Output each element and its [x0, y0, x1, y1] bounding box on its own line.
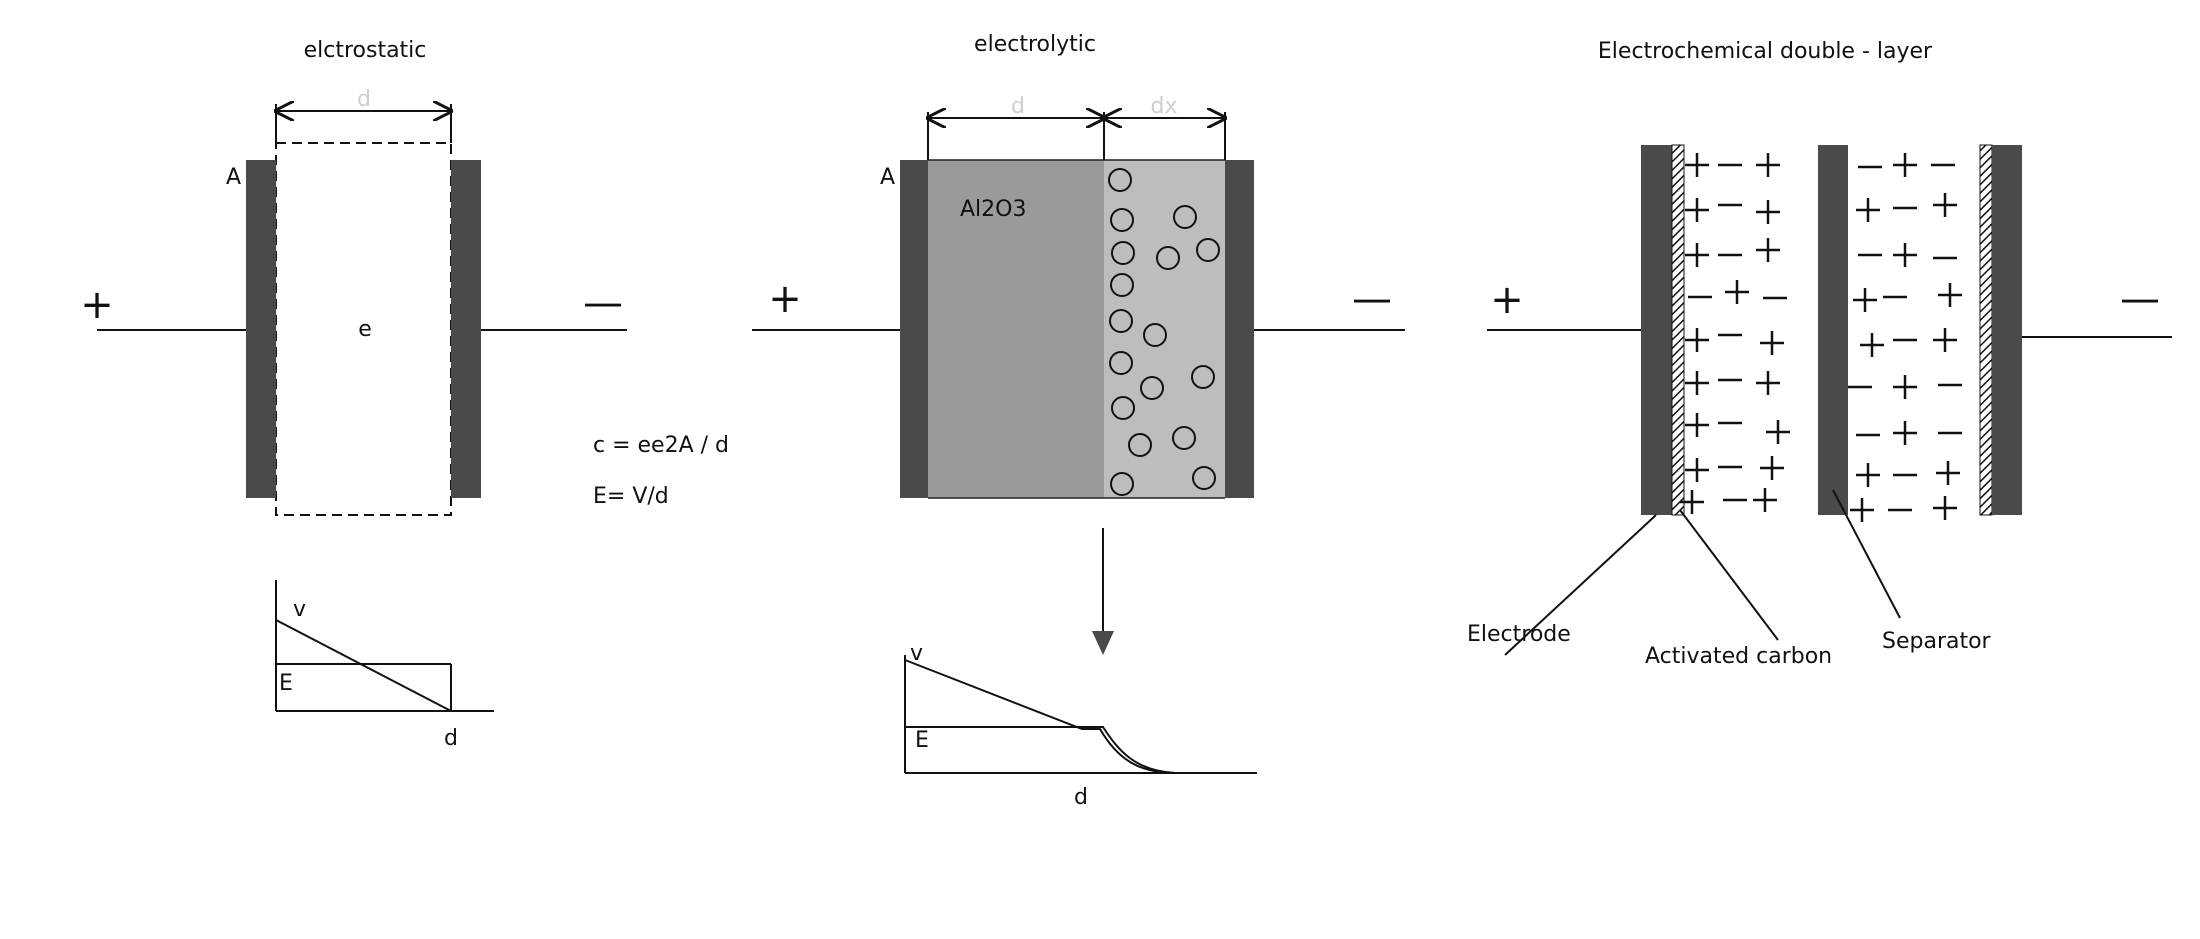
electrolytic-title: electrolytic [974, 32, 1096, 57]
cathode-plate [1225, 160, 1254, 498]
left-plate [246, 160, 276, 498]
graph-d-label: d [1074, 785, 1088, 810]
electrostatic-graph: v E d [275, 580, 494, 751]
voltage-curve [904, 659, 1176, 774]
down-arrow-head [1092, 631, 1114, 655]
permittivity-label: e [358, 317, 372, 342]
negative-sign: — [2120, 276, 2160, 322]
graph-v-label: v [910, 641, 923, 666]
field-curve [905, 726, 1176, 774]
dimension-d-label: d [357, 87, 371, 112]
field-formula: E= V/d [593, 484, 669, 509]
graph-e-label: E [279, 671, 293, 696]
activated-carbon-label: Activated carbon [1645, 644, 1832, 669]
plate-area-label: A [880, 165, 895, 190]
electrostatic-title: elctrostatic [304, 38, 427, 63]
edlc-panel: Electrochemical double - layer + — Elect… [1467, 39, 2172, 669]
electrostatic-panel: elctrostatic d A e + — v E d [80, 38, 627, 751]
graph-e-label: E [915, 728, 929, 753]
dimension-d-label: d [1011, 94, 1025, 119]
right-electrode [1992, 145, 2022, 515]
activated-carbon-leader [1679, 509, 1779, 641]
electrode-leader [1504, 514, 1657, 656]
positive-sign: + [80, 282, 114, 328]
separator-label: Separator [1882, 629, 1992, 654]
oxide-label: Al2O3 [960, 197, 1026, 222]
right-activated-carbon [1979, 144, 1993, 516]
positive-sign: + [1490, 277, 1524, 323]
anode-plate [900, 160, 928, 498]
electrode-label: Electrode [1467, 622, 1571, 647]
separator-leader [1832, 489, 1901, 619]
right-plate [451, 160, 481, 498]
oxide-layer [928, 160, 1104, 498]
capacitance-formula: c = ee2A / d [593, 433, 729, 458]
graph-v-label: v [293, 597, 306, 622]
ion-charges [1680, 153, 1962, 522]
edlc-title: Electrochemical double - layer [1598, 39, 1933, 64]
positive-sign: + [768, 276, 802, 322]
negative-sign: — [1352, 276, 1392, 322]
electrolytic-graph: v E d [904, 641, 1257, 810]
left-electrode [1641, 145, 1672, 515]
left-activated-carbon [1671, 144, 1685, 516]
electrolyte-ions [1108, 168, 1220, 496]
plate-area-label: A [226, 165, 241, 190]
separator [1818, 145, 1848, 515]
dimension-dx-label: dx [1151, 94, 1178, 119]
voltage-curve [275, 619, 452, 712]
electrolytic-panel: electrolytic d dx A Al2O3 [752, 32, 1405, 810]
graph-d-label: d [444, 726, 458, 751]
negative-sign: — [583, 280, 623, 326]
